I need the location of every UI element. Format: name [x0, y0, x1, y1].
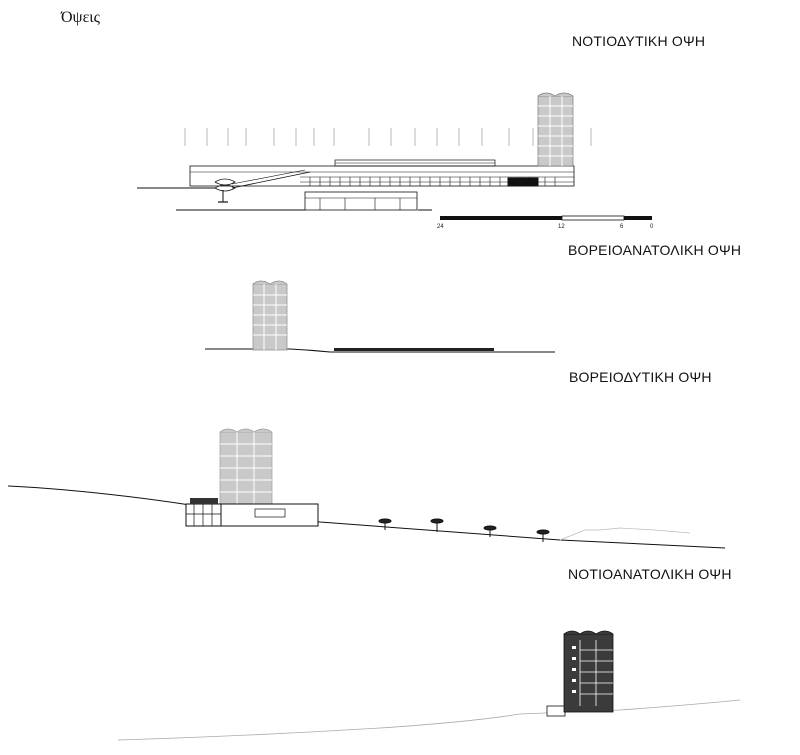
elevation-label-southwest: ΝΟΤΙΟΔΥΤΙΚΗ ΟΨΗ [572, 33, 706, 49]
northeast-elevation-drawing [205, 280, 555, 353]
elevation-label-southeast: ΝΟΤΙΟΑΝΑΤΟΛΙΚΗ ΟΨΗ [568, 566, 732, 582]
scale-bar [440, 215, 652, 221]
southeast-elevation-drawing [117, 630, 741, 741]
scale-tick-6: 6 [620, 224, 624, 230]
scale-tick-0: 0 [650, 224, 654, 230]
northwest-elevation-drawing [7, 428, 726, 549]
scale-tick-12: 12 [558, 224, 565, 230]
elevation-label-northeast: ΒΟΡΕΙΟΑΝΑΤΟΛΙΚΗ ΟΨΗ [568, 242, 742, 258]
scale-tick-24: 24 [437, 224, 444, 230]
sheet-title: Όψεις [61, 9, 100, 26]
southwest-elevation-drawing [137, 92, 592, 211]
elevation-label-northwest: ΒΟΡΕΙΟΔΥΤΙΚΗ ΟΨΗ [569, 369, 712, 385]
